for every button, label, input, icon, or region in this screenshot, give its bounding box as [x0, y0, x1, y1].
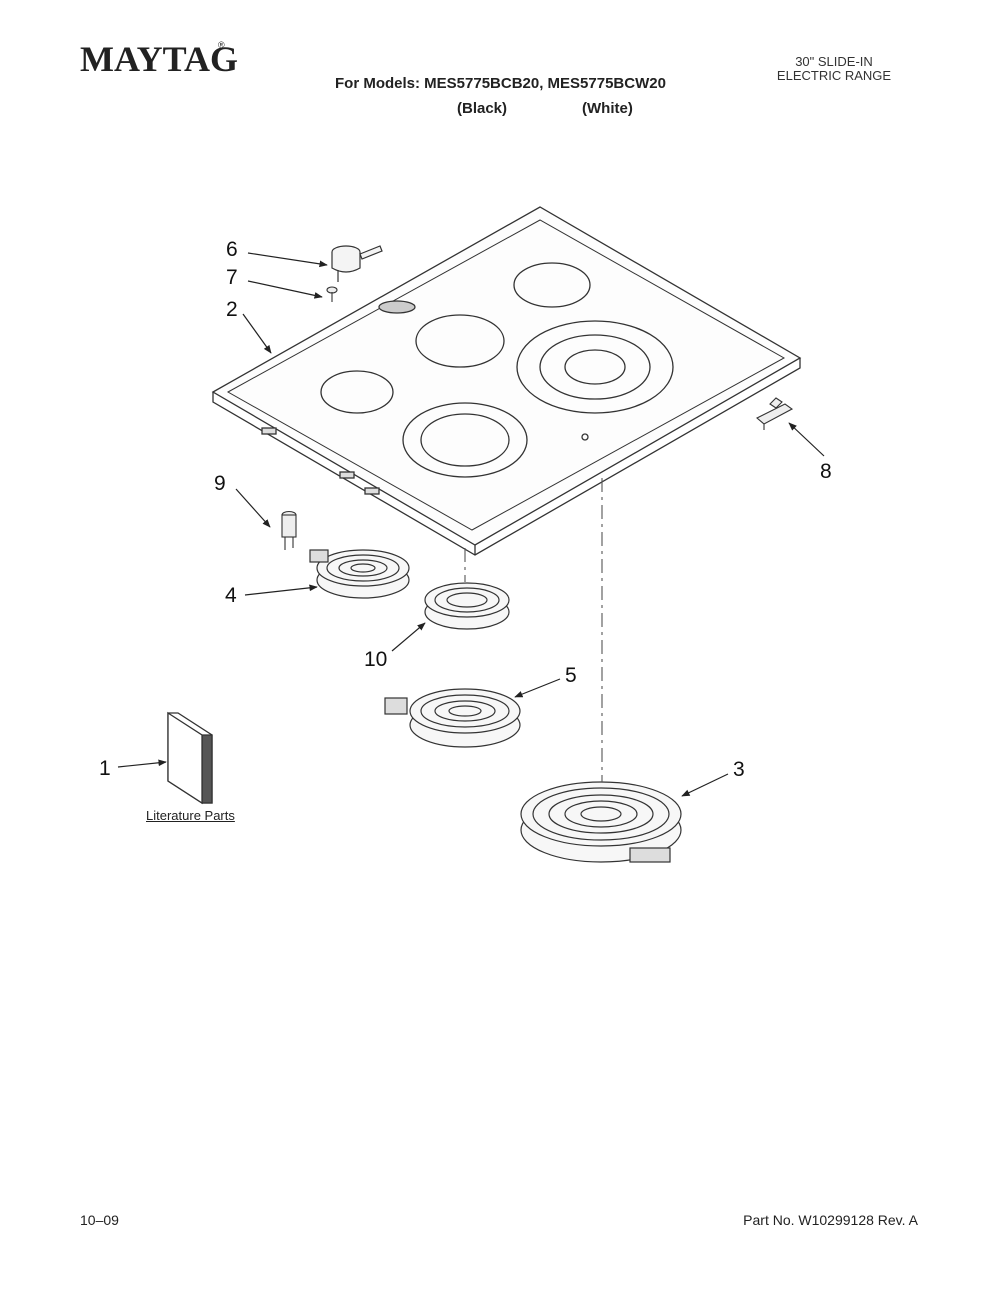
- dual-element-part: [520, 781, 682, 863]
- callout-8: 8: [820, 460, 832, 483]
- callout-numbers: 6 7 2 9 4 10 5 1 3 8: [99, 238, 832, 781]
- footer-part-number: Part No. W10299128 Rev. A: [743, 1212, 918, 1228]
- product-line-1: 30" SLIDE-IN: [795, 54, 873, 69]
- leader-lines: [117, 252, 825, 797]
- brand-logo: MAYTAG: [80, 39, 239, 79]
- registered-mark: ®: [218, 40, 225, 50]
- footer-date: 10–09: [80, 1212, 119, 1228]
- limiter-part: [331, 245, 383, 282]
- literature-parts-label: Literature Parts: [146, 808, 235, 823]
- models-line: For Models: MES5775BCB20, MES5775BCW20: [335, 75, 666, 92]
- callout-10: 10: [364, 648, 387, 671]
- bracket-part: [756, 397, 794, 430]
- medium-element-part: [424, 582, 510, 630]
- screw-part: [326, 286, 338, 302]
- small-element-part: [309, 549, 410, 599]
- variant-black: (Black): [457, 100, 508, 117]
- callout-4: 4: [225, 584, 237, 607]
- large-element-part: [384, 688, 521, 748]
- callout-2: 2: [226, 298, 238, 321]
- callout-1: 1: [99, 757, 111, 780]
- product-description: 30" SLIDE-IN ELECTRIC RANGE: [754, 55, 914, 83]
- terminal-part: [281, 510, 297, 550]
- alignment-lines: [464, 478, 603, 782]
- callout-9: 9: [214, 472, 226, 495]
- callout-6: 6: [226, 238, 238, 261]
- literature-part: [167, 711, 213, 805]
- callout-3: 3: [733, 758, 745, 781]
- callout-5: 5: [565, 664, 577, 687]
- cooktop-glass: [211, 206, 802, 556]
- callout-7: 7: [226, 266, 238, 289]
- product-line-2: ELECTRIC RANGE: [776, 68, 892, 83]
- variant-white: (White): [582, 100, 633, 117]
